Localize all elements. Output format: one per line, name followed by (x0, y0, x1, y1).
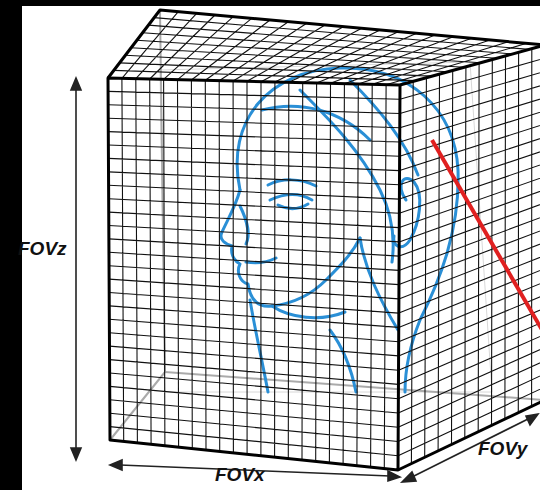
dimension-label: FOVz (18, 238, 67, 260)
dimension-label: FOVy (478, 438, 527, 460)
black-margin (0, 0, 540, 6)
grid-lines (398, 49, 540, 464)
dimension-label: FOVx (215, 464, 265, 486)
dimension-arrows (71, 78, 538, 482)
grid-lines (114, 12, 529, 85)
hidden-edges (110, 10, 540, 440)
head-sketch (221, 68, 458, 392)
grid-lines (108, 78, 400, 468)
red-line (432, 140, 540, 335)
cube-outline (108, 10, 540, 470)
